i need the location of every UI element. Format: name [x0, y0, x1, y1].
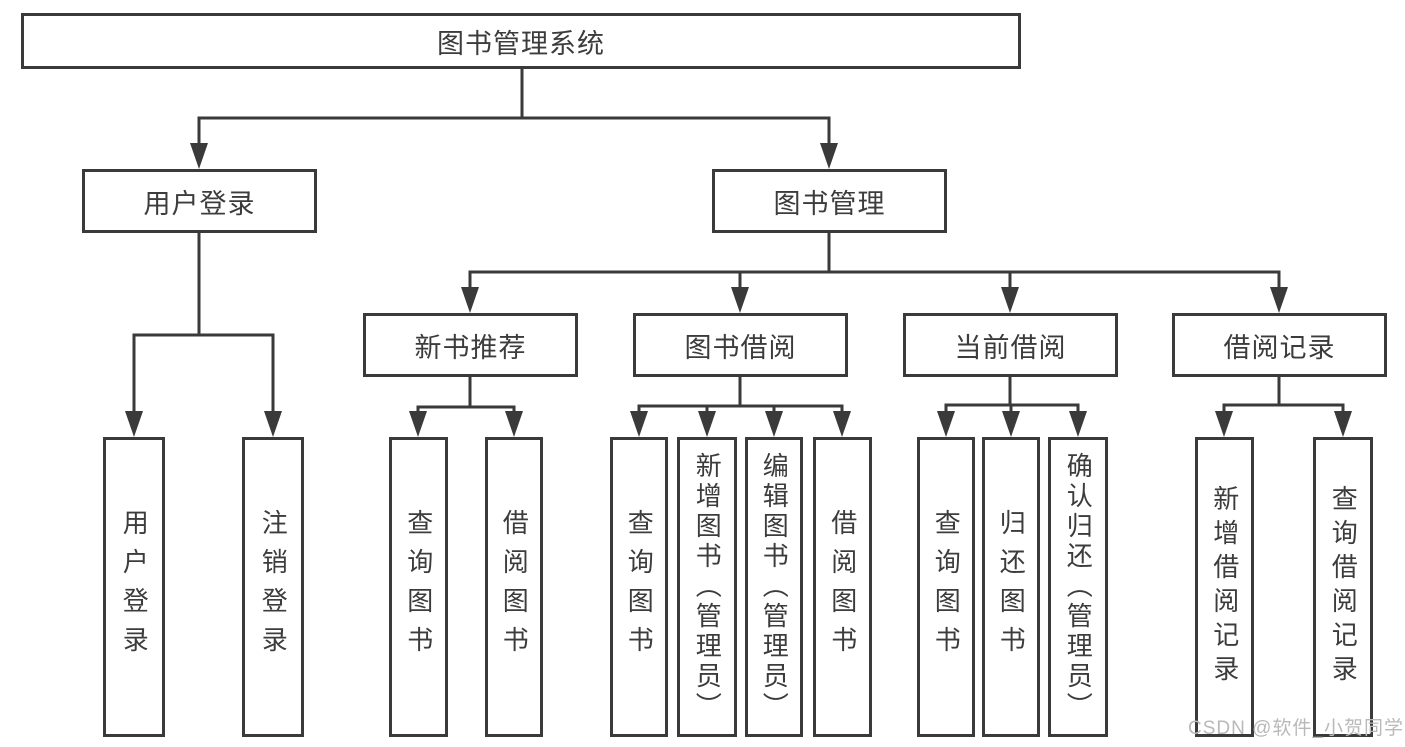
leaf-records-query-record-label: 查询借阅记录	[1328, 485, 1359, 689]
leaf-newbook-query-books-label: 查询图书	[403, 509, 434, 665]
leaf-current-query-books-label: 查询图书	[931, 509, 962, 665]
node-new-book-recommend: 新书推荐	[363, 313, 578, 377]
node-book-management-label: 图书管理	[773, 188, 886, 219]
leaf-user-login-label: 用户登录	[119, 509, 150, 665]
node-user-login: 用户登录	[82, 169, 317, 233]
node-borrow-records-label: 借阅记录	[1223, 332, 1336, 363]
arrowheads	[125, 143, 1352, 437]
leaf-borrow-query-books: 查询图书	[610, 437, 668, 737]
node-root-system: 图书管理系统	[21, 13, 1021, 69]
node-book-borrow-label: 图书借阅	[684, 332, 797, 363]
leaf-borrow-borrow-books: 借阅图书	[813, 437, 872, 737]
leaf-current-query-books: 查询图书	[917, 437, 975, 737]
leaf-current-confirm-return-admin: 确认归还（管理员）	[1048, 437, 1108, 737]
leaf-current-return-books-label: 归还图书	[996, 509, 1027, 665]
connector-new-book-to-leaves	[416, 377, 516, 414]
leaf-borrow-query-books-label: 查询图书	[624, 509, 655, 665]
connector-user-login-to-leaves	[132, 233, 275, 414]
leaf-borrow-edit-books-admin-label: 编辑图书（管理员）	[759, 452, 790, 722]
node-new-book-recommend-label: 新书推荐	[414, 332, 527, 363]
node-book-borrow: 图书借阅	[633, 313, 848, 377]
leaf-current-confirm-return-admin-label: 确认归还（管理员）	[1063, 452, 1094, 722]
leaf-newbook-borrow-books: 借阅图书	[485, 437, 543, 737]
leaf-borrow-add-books-admin-label: 新增图书（管理员）	[692, 452, 723, 722]
leaf-records-add-record: 新增借阅记录	[1195, 437, 1254, 737]
connector-root-to-level2	[197, 69, 831, 146]
csdn-watermark: CSDN @软件_小贺同学	[1188, 718, 1404, 739]
connector-borrow-records-to-leaves	[1222, 377, 1345, 414]
leaf-user-login: 用户登录	[103, 437, 165, 737]
leaf-records-query-record: 查询借阅记录	[1313, 437, 1373, 737]
connector-current-borrow-to-leaves	[944, 377, 1080, 414]
leaf-current-return-books: 归还图书	[982, 437, 1040, 737]
connector-book-borrow-to-leaves	[637, 377, 844, 414]
node-current-borrow: 当前借阅	[903, 313, 1118, 377]
leaf-newbook-borrow-books-label: 借阅图书	[499, 509, 530, 665]
connector-book-management-to-level3	[468, 233, 1281, 290]
leaf-borrow-add-books-admin: 新增图书（管理员）	[677, 437, 737, 737]
node-root-system-label: 图书管理系统	[437, 28, 605, 59]
node-user-login-label: 用户登录	[143, 188, 256, 219]
node-book-management: 图书管理	[712, 169, 947, 233]
leaf-logout: 注销登录	[242, 437, 304, 737]
leaf-borrow-borrow-books-label: 借阅图书	[827, 509, 858, 665]
leaf-records-add-record-label: 新增借阅记录	[1209, 485, 1240, 689]
node-borrow-records: 借阅记录	[1172, 313, 1387, 377]
leaf-logout-label: 注销登录	[258, 509, 289, 665]
leaf-newbook-query-books: 查询图书	[389, 437, 448, 737]
leaf-borrow-edit-books-admin: 编辑图书（管理员）	[745, 437, 803, 737]
node-current-borrow-label: 当前借阅	[954, 332, 1067, 363]
